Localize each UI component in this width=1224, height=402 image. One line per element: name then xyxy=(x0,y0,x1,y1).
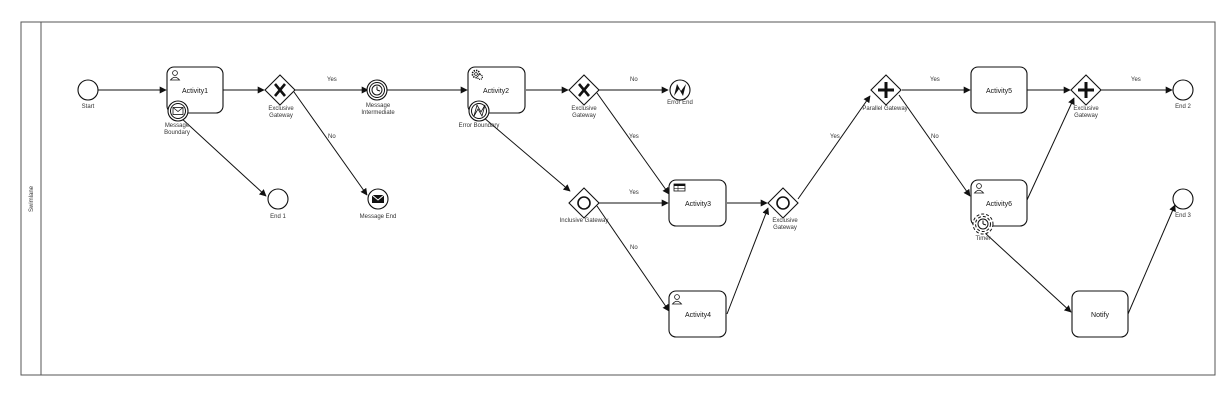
flow-excl1-msg-end[interactable] xyxy=(293,91,368,196)
lightning-icon xyxy=(674,84,686,96)
table-icon xyxy=(673,183,686,192)
message-end-event[interactable] xyxy=(367,188,389,210)
x-marker-icon xyxy=(274,83,286,97)
end-event-3-label: End 3 xyxy=(1175,213,1191,219)
message-intermediate-event[interactable] xyxy=(366,79,388,101)
exclusive-gateway-3[interactable] xyxy=(767,187,799,219)
timer-boundary-label: Timer xyxy=(975,236,990,242)
flow-activity6-excl4[interactable] xyxy=(1026,97,1075,201)
start-event[interactable] xyxy=(77,79,99,101)
flow-label-yes3: Yes xyxy=(629,190,639,196)
flow-label-yes5: Yes xyxy=(930,77,940,83)
flow-parallel-activity6[interactable] xyxy=(898,94,971,197)
flow-label-no5: No xyxy=(931,134,939,140)
exclusive-gateway-3-label-line1: Exclusive xyxy=(772,218,798,224)
clock-icon xyxy=(977,218,989,230)
inclusive-gateway[interactable] xyxy=(568,187,600,219)
exclusive-gateway-2-label-line1: Exclusive xyxy=(571,106,597,112)
message-end-label: Message End xyxy=(360,214,397,220)
error-end-label: Error End xyxy=(667,100,693,106)
timer-boundary-event[interactable] xyxy=(972,213,994,235)
flow-label-yes1: Yes xyxy=(327,77,337,83)
message-boundary-label-line1: Message xyxy=(165,123,190,129)
user-icon xyxy=(973,183,985,194)
exclusive-gateway-4[interactable] xyxy=(1070,74,1102,106)
exclusive-gateway-1-label-line1: Exclusive xyxy=(268,106,294,112)
exclusive-gateway-3-label-line2: Gateway xyxy=(773,225,797,231)
task-notify-label: Notify xyxy=(1091,312,1109,319)
flow-error-boundary-inclusive[interactable] xyxy=(482,116,571,192)
parallel-gateway[interactable] xyxy=(870,74,902,106)
user-icon xyxy=(169,70,181,81)
message-intermediate-label-line1: Message xyxy=(366,103,391,109)
task-notify[interactable]: Notify xyxy=(1071,290,1129,338)
plus-marker-icon xyxy=(878,82,894,98)
task-activity4[interactable]: Activity4 xyxy=(668,290,727,338)
flow-boundary-end1[interactable] xyxy=(179,116,267,197)
end-event-2-label: End 2 xyxy=(1175,104,1191,110)
inclusive-gateway-label: Inclusive Gateway xyxy=(560,218,609,224)
task-activity1-label: Activity1 xyxy=(182,88,208,95)
error-boundary-event[interactable] xyxy=(468,100,490,122)
flow-label-no2: No xyxy=(630,77,638,83)
start-event-label: Start xyxy=(82,104,95,110)
flow-labels: Yes No No Yes Yes No Yes Yes No Yes xyxy=(327,77,1141,251)
flow-label-yes2: Yes xyxy=(629,134,639,140)
x-marker-icon xyxy=(578,83,590,97)
envelope-icon xyxy=(172,107,184,115)
exclusive-gateway-2-label-line2: Gateway xyxy=(572,113,596,119)
user-icon xyxy=(671,294,683,305)
lane-label: Swimlane xyxy=(29,185,35,212)
plus-marker-icon xyxy=(1078,82,1094,98)
task-activity5[interactable]: Activity5 xyxy=(970,66,1028,114)
message-intermediate-label-line2: Intermediate xyxy=(361,110,395,116)
exclusive-gateway-4-label-line2: Gateway xyxy=(1074,113,1098,119)
flow-notify-end3[interactable] xyxy=(1127,204,1176,315)
task-activity3-label: Activity3 xyxy=(685,201,711,208)
flow-excl2-activity3[interactable] xyxy=(596,92,670,195)
end-event-2[interactable] xyxy=(1172,79,1194,101)
task-activity3[interactable]: Activity3 xyxy=(668,179,727,227)
exclusive-gateway-1[interactable] xyxy=(264,74,296,106)
sequence-flows xyxy=(98,86,1176,315)
flow-label-no3: No xyxy=(630,245,638,251)
envelope-icon xyxy=(371,194,385,203)
task-activity4-label: Activity4 xyxy=(685,312,711,319)
circle-marker-icon xyxy=(776,196,790,210)
exclusive-gateway-2[interactable] xyxy=(568,74,600,106)
error-end-event[interactable] xyxy=(669,79,691,101)
circle-marker-icon xyxy=(577,196,591,210)
flow-label-yes6: Yes xyxy=(1131,77,1141,83)
end-event-1-label: End 1 xyxy=(270,214,286,220)
task-activity6-label: Activity6 xyxy=(986,201,1012,208)
parallel-gateway-label: Parallel Gateway xyxy=(862,106,907,112)
error-boundary-label: Error Boundary xyxy=(459,123,500,129)
message-boundary-label-line2: Boundary xyxy=(164,130,190,136)
flow-excl3-parallel[interactable] xyxy=(797,95,871,200)
task-activity2-label: Activity2 xyxy=(483,88,509,95)
flow-activity4-excl3[interactable] xyxy=(726,207,769,315)
gear-icon xyxy=(471,69,484,80)
flow-inclusive-activity4[interactable] xyxy=(596,205,670,312)
exclusive-gateway-1-label-line2: Gateway xyxy=(269,113,293,119)
message-boundary-event[interactable] xyxy=(167,100,189,122)
flow-label-no1: No xyxy=(328,134,336,140)
lightning-icon xyxy=(473,103,486,118)
end-event-1[interactable] xyxy=(267,188,289,210)
clock-icon xyxy=(371,84,383,96)
exclusive-gateway-4-label-line1: Exclusive xyxy=(1073,106,1099,112)
flow-label-yes4: Yes xyxy=(830,134,840,140)
task-activity5-label: Activity5 xyxy=(986,88,1012,95)
end-event-3[interactable] xyxy=(1172,188,1194,210)
flow-timer-notify[interactable] xyxy=(984,232,1072,313)
